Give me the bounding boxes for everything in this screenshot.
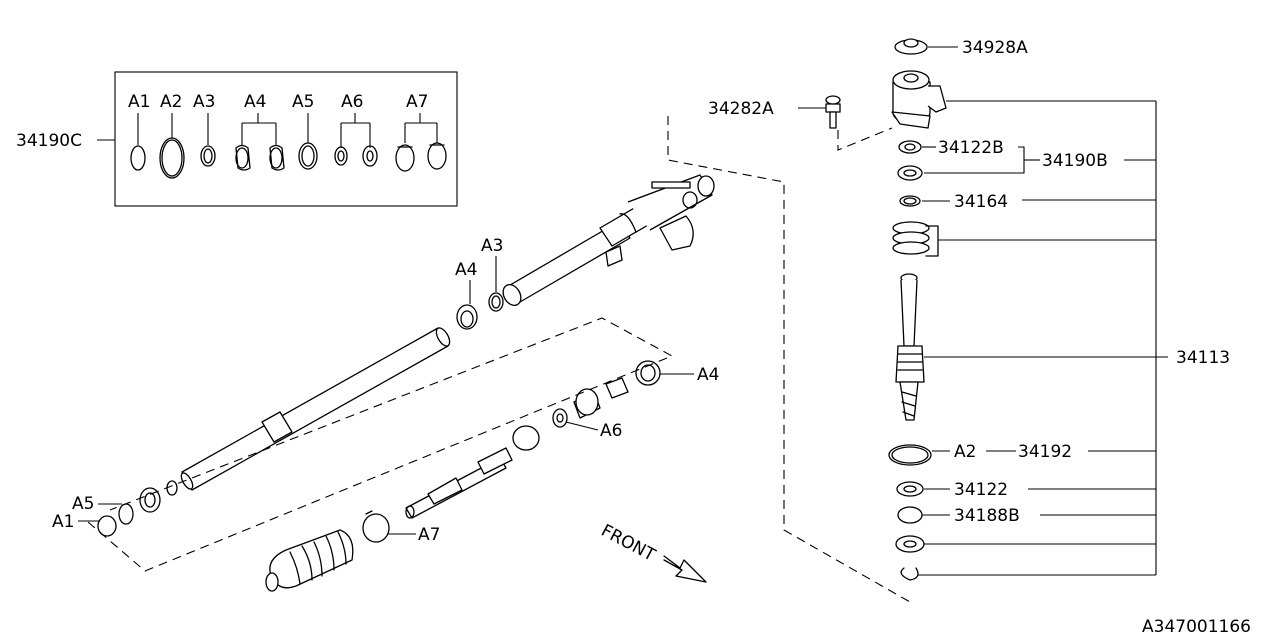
kit-item-a4: A4 — [244, 92, 266, 112]
front-direction-indicator: FRONT — [598, 521, 707, 583]
label-34192: 34192 — [1018, 442, 1072, 462]
kit-parts-icons — [130, 137, 447, 179]
label-34928a: 34928A — [962, 38, 1028, 58]
label-34122b: 34122B — [938, 138, 1004, 158]
label-a7: A7 — [418, 525, 440, 545]
rack-boot — [265, 529, 354, 592]
label-a4-right: A4 — [697, 365, 719, 385]
kit-item-a7: A7 — [406, 92, 428, 112]
pinion-callout-lines — [798, 46, 1168, 576]
front-arrow-icon — [663, 555, 707, 583]
label-34282a: 34282A — [708, 99, 774, 119]
rack-housing — [502, 174, 715, 306]
label-a1: A1 — [52, 512, 74, 532]
label-34188b: 34188B — [954, 506, 1020, 526]
tie-rod-assembly — [362, 360, 661, 543]
pinion-labels: 34928A 34282A 34122B 34190B 34164 34113 … — [708, 38, 1230, 526]
kit-item-a6: A6 — [341, 92, 363, 112]
label-a3: A3 — [481, 236, 503, 256]
rack-rings — [97, 292, 504, 537]
kit-item-a3: A3 — [193, 92, 215, 112]
label-34122: 34122 — [954, 480, 1008, 500]
dashed-assembly-lines — [87, 116, 911, 603]
label-34113: 34113 — [1176, 348, 1230, 368]
pinion-stack — [825, 38, 947, 581]
front-label: FRONT — [598, 521, 659, 566]
rack-callouts: A3 A4 A4 A6 A5 A1 A7 — [52, 236, 719, 545]
label-34164: 34164 — [954, 192, 1008, 212]
label-a2-pinion: A2 — [954, 442, 976, 462]
kit-part-number: 34190C — [16, 131, 82, 151]
label-34190b: 34190B — [1042, 151, 1108, 171]
kit-item-a5: A5 — [292, 92, 314, 112]
label-a4-upper: A4 — [455, 260, 477, 280]
diagram-id: A347001166 — [1142, 617, 1251, 637]
kit-item-a2: A2 — [160, 92, 182, 112]
kit-item-a1: A1 — [128, 92, 150, 112]
repair-kit-box: 34190C A1 A2 A3 A4 A5 A6 A7 — [16, 71, 458, 207]
label-a6: A6 — [600, 421, 622, 441]
steering-rack-bar — [180, 327, 451, 491]
label-a5: A5 — [72, 494, 94, 514]
